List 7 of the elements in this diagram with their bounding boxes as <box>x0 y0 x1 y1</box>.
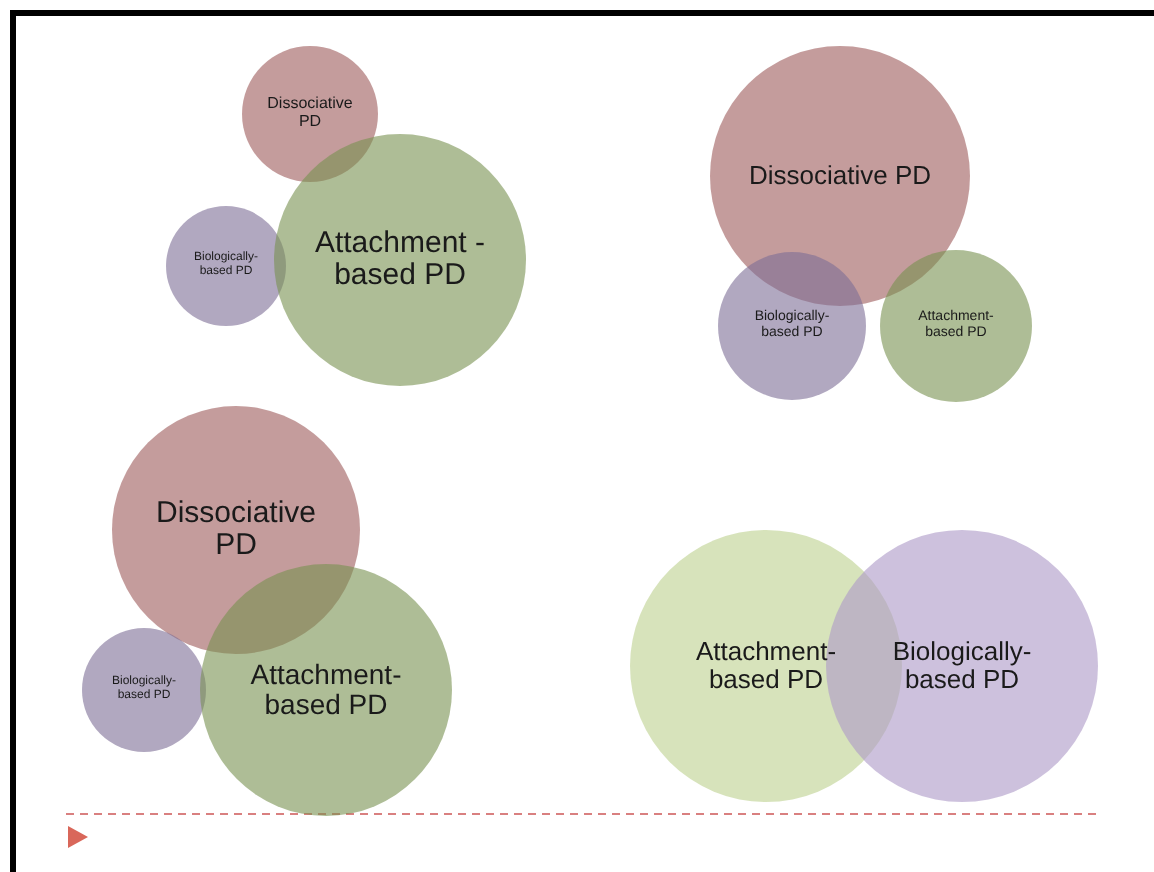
circle-label: Biologically-based PD <box>890 637 1034 695</box>
circle-label: Attachment -based PD <box>314 227 486 293</box>
circle-label: Attachment-based PD <box>693 637 839 695</box>
circle-label: Dissociative PD <box>153 497 319 563</box>
circle-label: Dissociative PD <box>265 96 355 132</box>
circle-label: Attachment-based PD <box>248 659 404 721</box>
circle-label: Dissociative PD <box>746 161 934 191</box>
